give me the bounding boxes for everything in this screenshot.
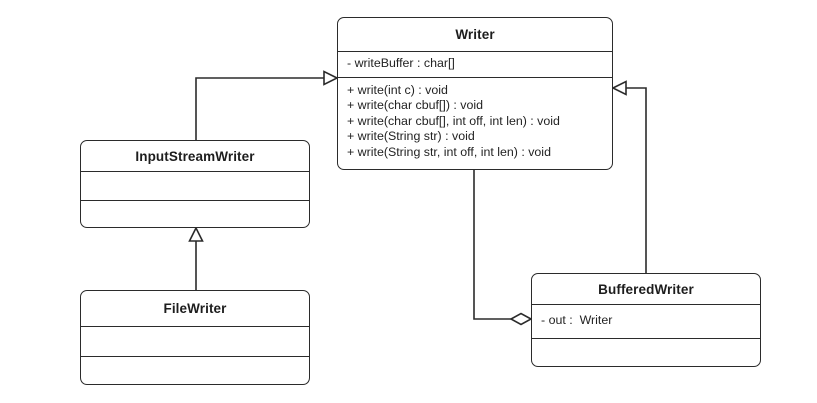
hollow-triangle-icon-isw-to-writer xyxy=(323,70,339,86)
relationship-bw-to-writer[interactable] xyxy=(611,80,647,274)
method-item: + write(int c) : void xyxy=(347,83,448,97)
hollow-triangle-icon-bw-to-writer xyxy=(611,80,627,96)
class-divider xyxy=(532,304,760,305)
class-name-file-writer: FileWriter xyxy=(163,301,227,316)
class-box-buffered-writer[interactable]: BufferedWriter - out : Writer xyxy=(531,273,761,367)
class-divider xyxy=(338,51,612,52)
methods-compartment-writer: + write(int c) : void + write(char cbuf[… xyxy=(338,78,612,167)
class-box-input-stream-writer[interactable]: InputStreamWriter xyxy=(80,140,310,228)
hollow-diamond-icon-writer-to-bw xyxy=(509,312,533,326)
hollow-triangle-icon-fw-to-isw xyxy=(188,226,204,242)
attributes-compartment-input-stream-writer xyxy=(81,172,309,200)
class-divider xyxy=(81,326,309,327)
methods-compartment-input-stream-writer xyxy=(81,201,309,227)
edge-line-writer-to-bw xyxy=(473,170,512,320)
attribute-item: - out : Writer xyxy=(541,313,613,327)
class-divider xyxy=(338,77,612,78)
class-divider xyxy=(532,338,760,339)
methods-compartment-file-writer xyxy=(81,357,309,384)
class-box-writer[interactable]: Writer - writeBuffer : char[] + write(in… xyxy=(337,17,613,170)
attributes-compartment-file-writer xyxy=(81,327,309,356)
method-item: + write(String str) : void xyxy=(347,129,475,144)
class-divider xyxy=(81,356,309,357)
class-divider xyxy=(81,200,309,201)
relationship-fw-to-isw[interactable] xyxy=(188,226,204,290)
class-box-file-writer[interactable]: FileWriter xyxy=(80,290,310,385)
method-item: + write(String str, int off, int len) : … xyxy=(347,144,551,159)
methods-compartment-buffered-writer xyxy=(532,339,760,366)
class-divider xyxy=(81,171,309,172)
attributes-compartment-writer: - writeBuffer : char[] xyxy=(338,52,612,77)
method-item: + write(char cbuf[], int off, int len) :… xyxy=(347,113,560,128)
class-name-input-stream-writer: InputStreamWriter xyxy=(135,148,255,164)
class-name-writer: Writer xyxy=(455,27,495,42)
class-name-buffered-writer: BufferedWriter xyxy=(598,281,694,297)
relationship-isw-to-writer[interactable] xyxy=(195,70,339,141)
edge-line-bw-to-writer xyxy=(626,87,647,273)
method-item: + write(char cbuf[]) : void xyxy=(347,98,484,113)
relationship-writer-to-bw[interactable] xyxy=(473,170,533,326)
attribute-item: - writeBuffer : char[] xyxy=(347,56,455,70)
edge-line-isw-to-writer xyxy=(195,77,325,140)
attributes-compartment-buffered-writer: - out : Writer xyxy=(532,305,760,338)
